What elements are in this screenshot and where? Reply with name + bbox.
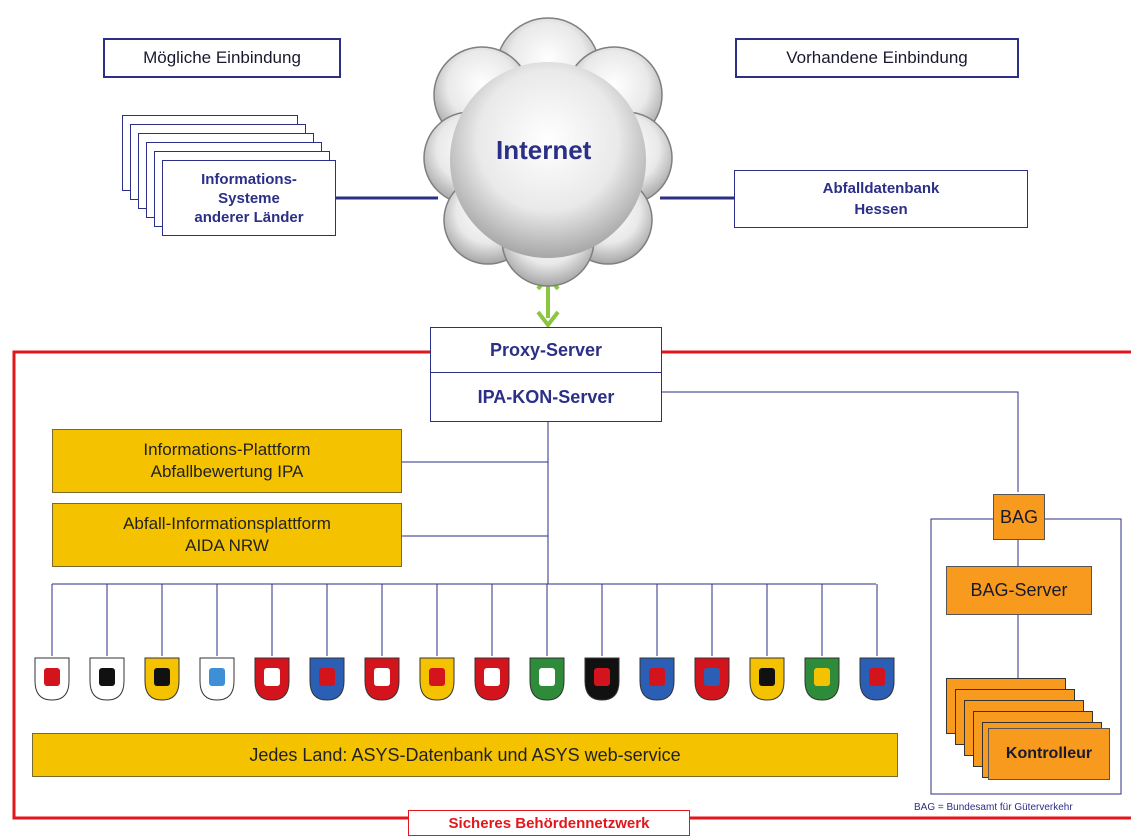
bag-box: BAG — [993, 494, 1045, 540]
coat-of-arms-icon — [254, 657, 290, 701]
ipa-platform-line-2: Abfallbewertung IPA — [150, 462, 304, 481]
state-drop-lines — [51, 584, 878, 656]
state-coats-of-arms — [34, 657, 895, 701]
info-systems-line-1: Informations- — [201, 170, 297, 188]
coat-of-arms-icon — [804, 657, 840, 701]
coat-of-arms-icon — [364, 657, 400, 701]
internet-cloud — [423, 17, 673, 287]
info-systems-line-3: anderer Länder — [194, 208, 304, 226]
states-asys-bar: Jedes Land: ASYS-Datenbank und ASYS web-… — [32, 733, 898, 777]
ipa-platform-line-1: Informations-Plattform — [143, 440, 311, 459]
coat-of-arms-icon — [584, 657, 620, 701]
internet-label: Internet — [496, 135, 592, 165]
coat-of-arms-icon — [144, 657, 180, 701]
abfall-db-line-2: Hessen — [854, 201, 908, 218]
aida-platform-line-1: Abfall-Informationsplattform — [123, 514, 331, 533]
coat-of-arms-icon — [34, 657, 70, 701]
aida-platform-line-2: AIDA NRW — [185, 536, 269, 555]
coat-of-arms-icon — [89, 657, 125, 701]
ipa-kon-server-box: IPA-KON-Server — [430, 372, 662, 422]
abfall-db-line-1: Abfalldatenbank — [822, 180, 940, 197]
coat-of-arms-icon — [474, 657, 510, 701]
coat-of-arms-icon — [419, 657, 455, 701]
info-systems-line-2: Systeme — [218, 189, 280, 207]
proxy-server-box: Proxy-Server — [430, 327, 662, 373]
coat-of-arms-icon — [529, 657, 565, 701]
abfall-db-box: Abfalldatenbank Hessen — [734, 170, 1028, 228]
possible-integration-label: Mögliche Einbindung — [103, 38, 341, 78]
coat-of-arms-icon — [859, 657, 895, 701]
info-systems-box: Informations- Systeme anderer Länder — [162, 160, 336, 236]
connector-bag — [662, 391, 1019, 492]
network-boundary-left — [12, 350, 430, 820]
coat-of-arms-icon — [199, 657, 235, 701]
coat-of-arms-icon — [749, 657, 785, 701]
secure-network-label: Sicheres Behördennetzwerk — [408, 810, 690, 836]
inspector-box: Kontrolleur — [988, 728, 1110, 780]
bag-server-box: BAG-Server — [946, 566, 1092, 615]
coat-of-arms-icon — [309, 657, 345, 701]
aida-platform-box: Abfall-Informationsplattform AIDA NRW — [52, 503, 402, 567]
bag-footnote: BAG = Bundesamt für Güterverkehr — [914, 802, 1073, 813]
coat-of-arms-icon — [639, 657, 675, 701]
existing-integration-label: Vorhandene Einbindung — [735, 38, 1019, 78]
ipa-platform-box: Informations-Plattform Abfallbewertung I… — [52, 429, 402, 493]
coat-of-arms-icon — [694, 657, 730, 701]
